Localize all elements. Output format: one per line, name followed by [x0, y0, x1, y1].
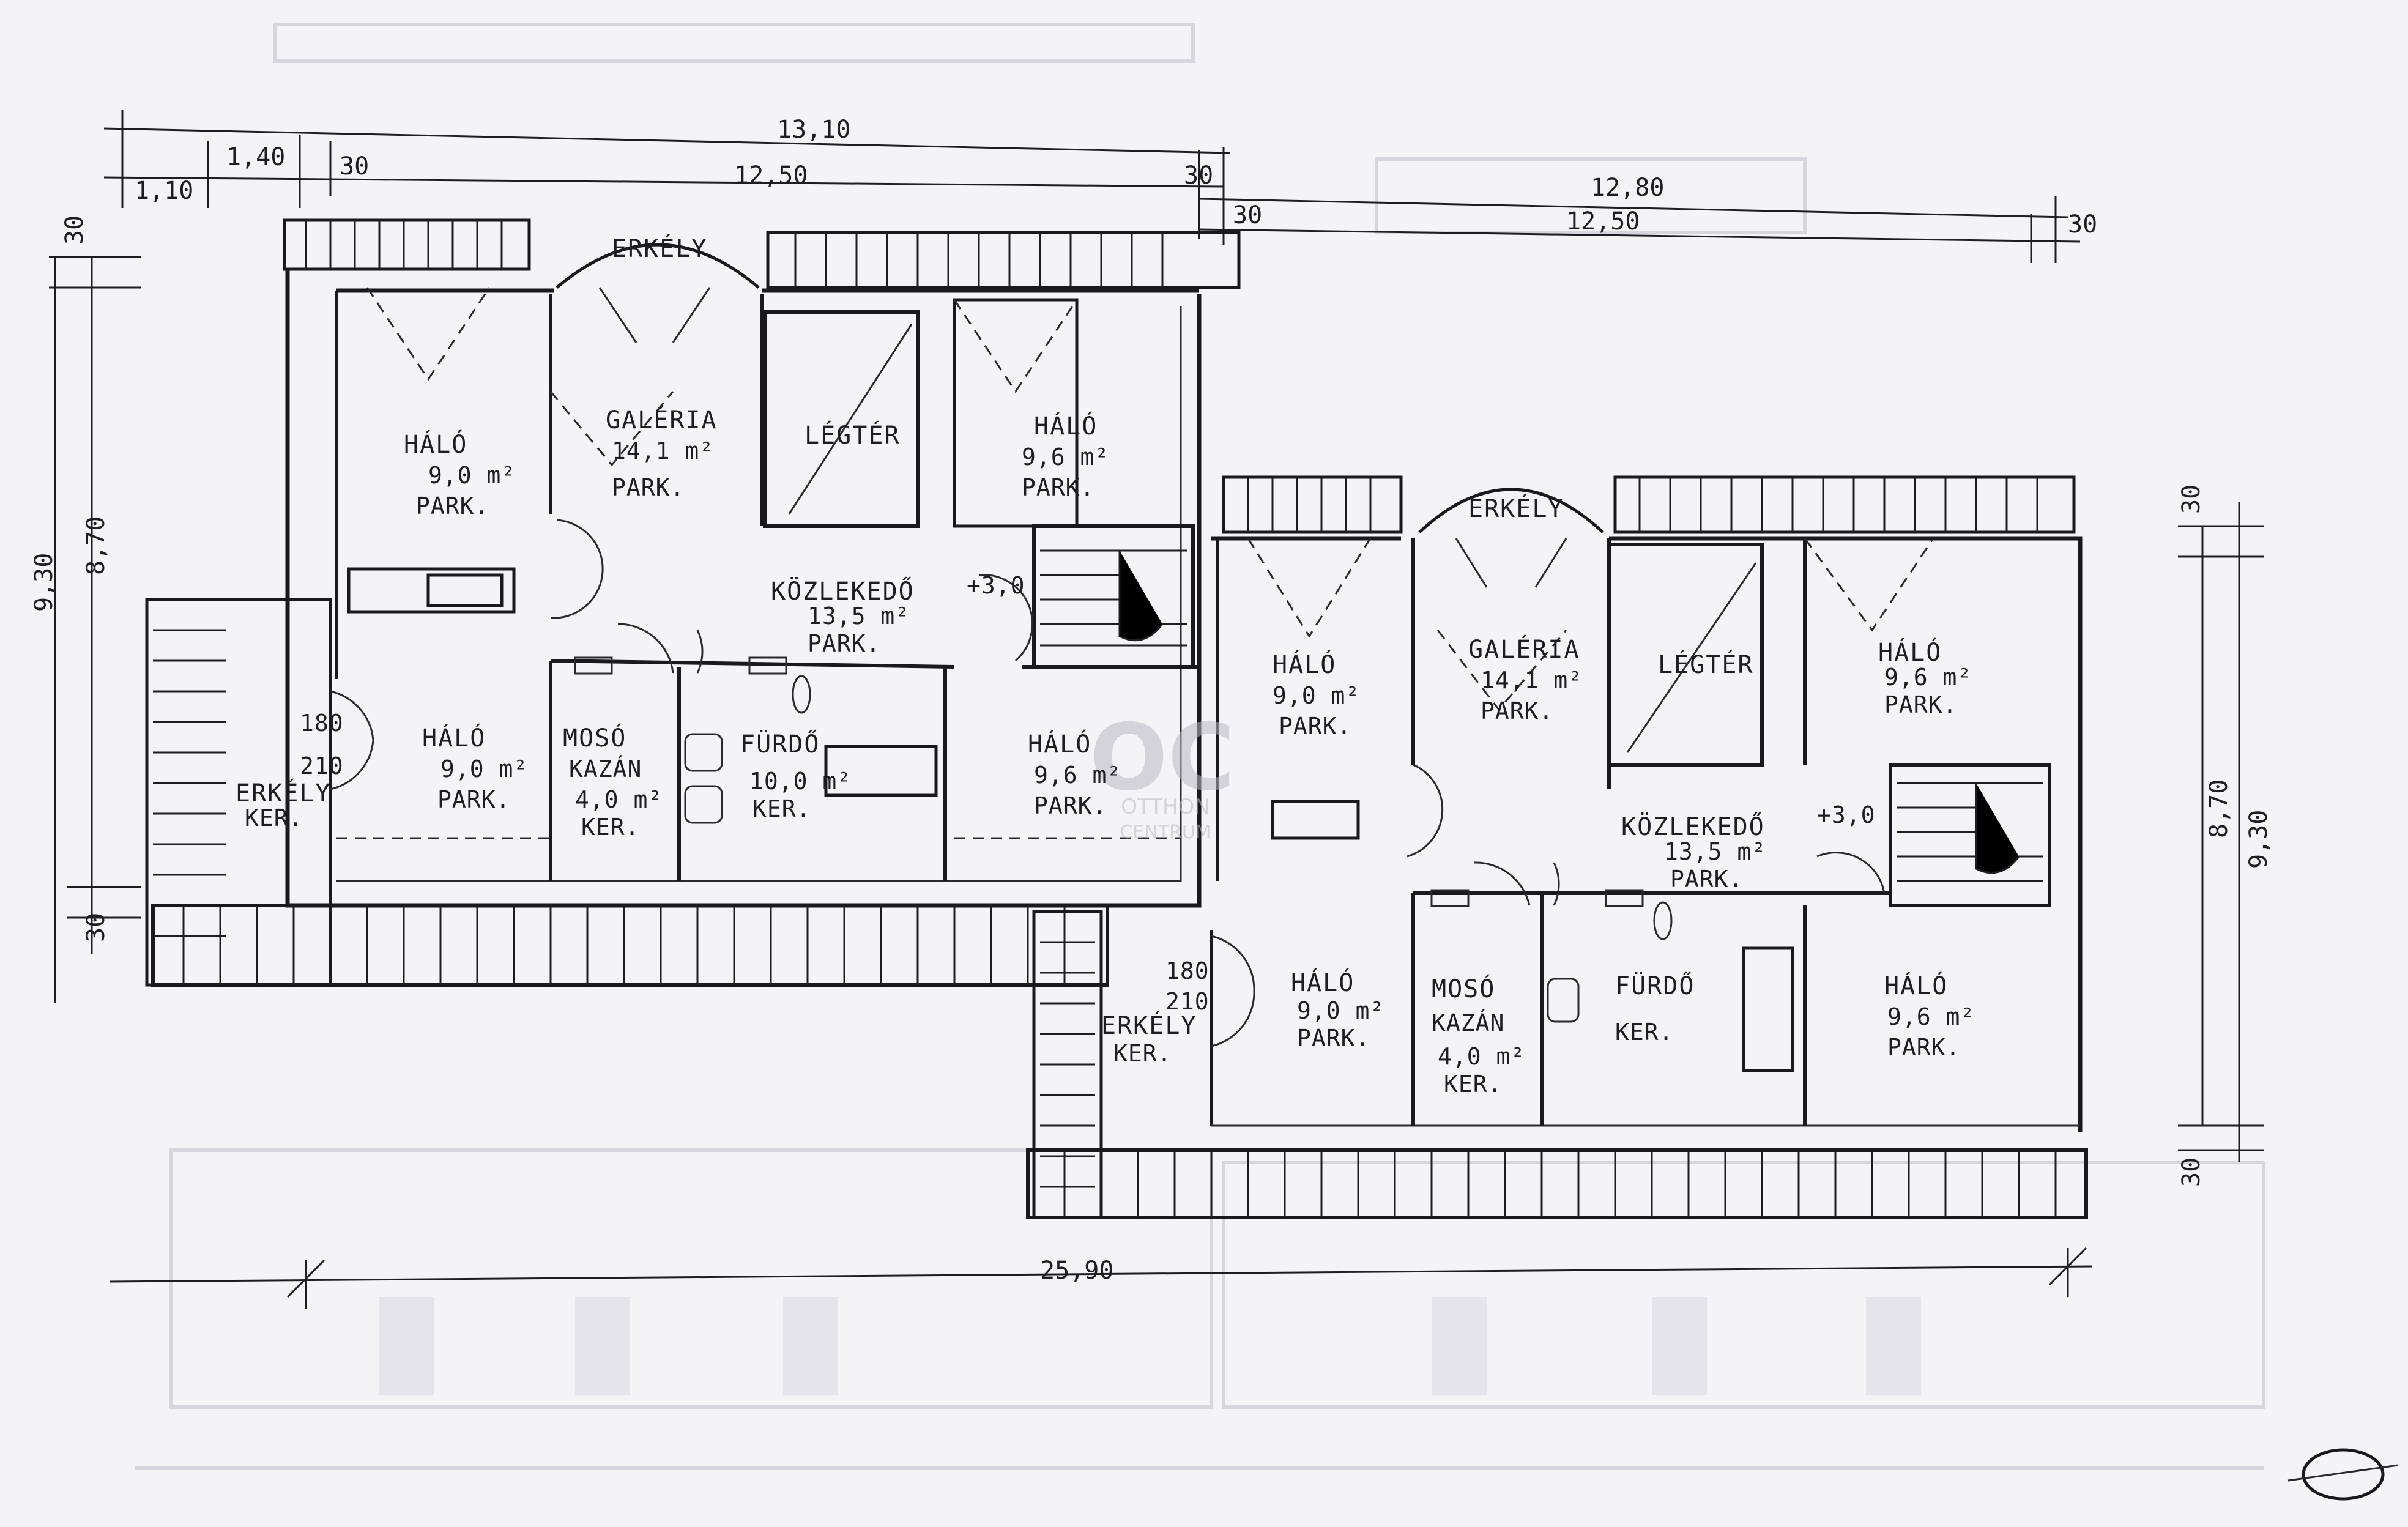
dim-top-2: 30	[340, 152, 369, 180]
l-level: +3,0	[967, 572, 1025, 599]
right-unit-walls	[1026, 475, 2088, 1219]
l-halo4-floor: PARK.	[1034, 792, 1107, 819]
right-unit-labels: ERKÉLY HÁLÓ 9,0 m² PARK. GALÉRIA 14,1 m²…	[1101, 494, 1975, 1098]
l-erkely-top: ERKÉLY	[612, 234, 708, 263]
l-halo3-name: HÁLÓ	[422, 723, 486, 752]
r-level: +3,0	[1817, 801, 1876, 828]
r-halo1-area: 9,0 m²	[1273, 682, 1360, 709]
l-halo1-name: HÁLÓ	[404, 429, 467, 459]
dim-top-30a: 30	[1184, 162, 1213, 190]
l-halo1-floor: PARK.	[416, 492, 489, 519]
r-kozl-area: 13,5 m²	[1664, 838, 1766, 865]
r-furdo-name: FÜRDŐ	[1615, 970, 1695, 1000]
dim-right-top-30: 30	[1233, 201, 1262, 229]
right-roof-hatch	[1063, 1150, 2057, 1217]
dim-left-30b: 30	[82, 913, 110, 942]
l-erkely-side-floor: KER.	[245, 804, 303, 831]
l-galeria-area: 14,1 m²	[612, 437, 714, 464]
r-halo2-floor: PARK.	[1884, 691, 1957, 718]
l-halo2-name: HÁLÓ	[1034, 411, 1098, 440]
r-legter: LÉGTÉR	[1658, 650, 1754, 679]
r-erkely-top: ERKÉLY	[1468, 494, 1564, 523]
r-halo2-area: 9,6 m²	[1884, 664, 1972, 691]
dimension-lines	[49, 110, 2264, 1309]
l-moso-name: MOSÓ	[563, 723, 626, 752]
l-kozl-name: KÖZLEKEDŐ	[771, 576, 915, 606]
r-halo4-name: HÁLÓ	[1884, 971, 1948, 1000]
r-halo3-name: HÁLÓ	[1291, 968, 1354, 997]
dim-top-main: 12,50	[734, 162, 808, 190]
l-moso-area: 4,0 m²	[575, 786, 663, 813]
r-erkely-side-floor: KER.	[1113, 1040, 1172, 1067]
watermark-logo: OC	[1090, 705, 1235, 811]
dim-top-overall: 13,10	[777, 116, 850, 144]
dim-bottom-overall: 25,90	[1040, 1257, 1113, 1285]
r-galeria-floor: PARK.	[1481, 697, 1553, 724]
r-galeria-area: 14,1 m²	[1481, 667, 1583, 694]
l-halo4-area: 9,6 m²	[1034, 762, 1121, 789]
r-halo3-floor: PARK.	[1297, 1025, 1370, 1052]
l-galeria-floor: PARK.	[612, 474, 685, 501]
r-moso-floor: KER.	[1444, 1071, 1503, 1098]
dim-right-main: 8,70	[2205, 779, 2233, 838]
dim-left-30: 30	[61, 215, 89, 245]
l-halo3-area: 9,0 m²	[440, 756, 528, 782]
background-elevation-ghost	[135, 23, 2265, 1470]
r-halo4-area: 9,6 m²	[1887, 1003, 1975, 1030]
r-halo3-area: 9,0 m²	[1297, 997, 1384, 1024]
r-kozl-floor: PARK.	[1670, 866, 1743, 893]
l-galeria-name: GALÉRIA	[606, 405, 718, 434]
l-moso-sub: KAZÁN	[569, 756, 642, 782]
r-galeria-name: GALÉRIA	[1468, 634, 1580, 664]
l-halo1-area: 9,0 m²	[428, 462, 516, 489]
dim-left-overall: 9,30	[30, 553, 58, 612]
left-roof-hatch	[182, 905, 1066, 985]
north-symbol	[2287, 1448, 2399, 1501]
r-door-w: 210	[1165, 988, 1210, 1015]
r-door-h: 180	[1165, 957, 1210, 984]
l-legter: LÉGTÉR	[805, 420, 901, 450]
dim-left-main: 8,70	[82, 516, 110, 575]
r-kozl-name: KÖZLEKEDŐ	[1621, 811, 1765, 841]
otthon-centrum-watermark: OC OTTHON CENTRUM	[1090, 705, 1235, 843]
dim-right-30: 30	[2177, 485, 2205, 514]
dim-right-30b: 30	[2177, 1157, 2205, 1187]
r-halo1-floor: PARK.	[1279, 713, 1351, 740]
left-unit-walls	[145, 218, 1241, 987]
dimension-labels: 13,10 1,40 30 1,10 12,50 30 12,80 30 12,…	[30, 116, 2273, 1285]
left-unit-labels: ERKÉLY HÁLÓ 9,0 m² PARK. GALÉRIA 14,1 m²…	[236, 234, 1121, 841]
l-kozl-floor: PARK.	[808, 630, 880, 657]
r-furdo-floor: KER.	[1615, 1019, 1674, 1046]
r-halo4-floor: PARK.	[1887, 1034, 1960, 1061]
l-halo3-floor: PARK.	[437, 786, 510, 813]
l-erkely-side: ERKÉLY	[236, 778, 332, 808]
l-door-w: 210	[300, 752, 344, 779]
dim-top-3: 1,10	[135, 177, 193, 205]
dim-right-top-overall: 12,80	[1591, 174, 1664, 202]
watermark-line2: CENTRUM	[1120, 822, 1211, 843]
l-furdo-area: 10,0 m²	[749, 768, 852, 795]
l-furdo-name: FÜRDŐ	[740, 729, 820, 759]
r-halo2-name: HÁLÓ	[1878, 637, 1942, 667]
l-halo2-area: 9,6 m²	[1022, 444, 1109, 470]
r-erkely-side: ERKÉLY	[1101, 1011, 1197, 1040]
l-moso-floor: KER.	[581, 814, 640, 841]
r-moso-area: 4,0 m²	[1438, 1043, 1525, 1070]
r-moso-name: MOSÓ	[1432, 974, 1495, 1003]
l-kozl-area: 13,5 m²	[808, 603, 910, 630]
watermark-line1: OTTHON	[1121, 795, 1210, 819]
l-halo2-floor: PARK.	[1022, 474, 1094, 501]
dim-right-top-30b: 30	[2068, 210, 2097, 239]
l-door-h: 180	[300, 710, 344, 737]
dim-right-top-main: 12,50	[1566, 207, 1640, 236]
r-moso-sub: KAZÁN	[1432, 1009, 1504, 1036]
l-halo4-name: HÁLÓ	[1028, 729, 1091, 759]
r-halo1-name: HÁLÓ	[1273, 650, 1336, 679]
l-furdo-floor: KER.	[752, 795, 811, 822]
dim-top-1: 1,40	[226, 143, 285, 171]
dim-right-overall: 9,30	[2245, 810, 2273, 869]
